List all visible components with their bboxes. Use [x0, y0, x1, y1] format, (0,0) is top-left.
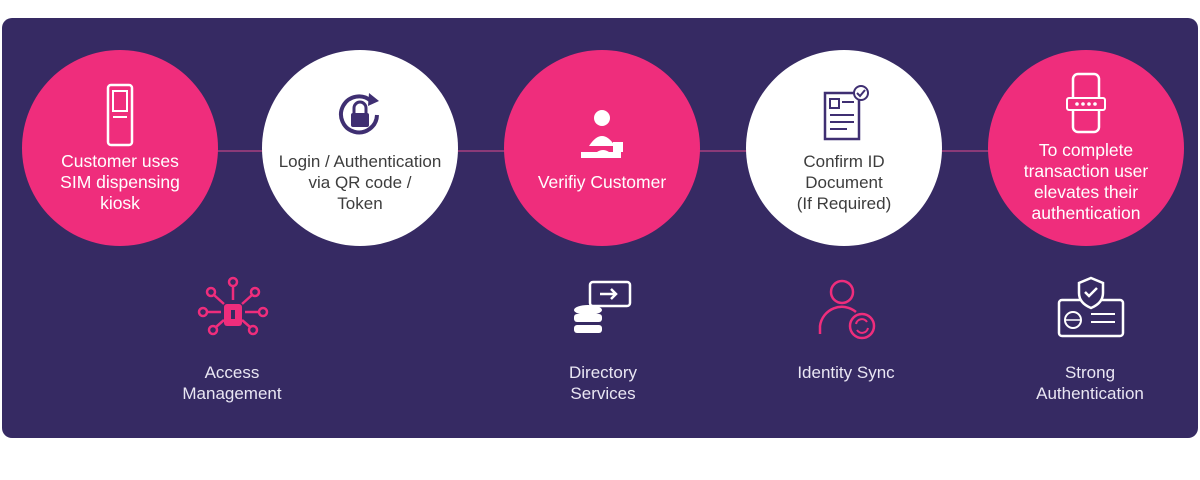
step-kiosk: Customer uses SIM dispensing kiosk	[22, 50, 218, 246]
step-confirm-id: Confirm ID Document (If Required)	[746, 50, 942, 246]
identity-sync-icon	[818, 279, 876, 340]
id-document-icon	[823, 84, 869, 140]
access-management-icon	[197, 276, 269, 336]
step-label: To complete transaction user elevates th…	[1023, 140, 1149, 223]
step-elevate-auth: To complete transaction user elevates th…	[988, 50, 1184, 246]
capability-strong-authentication: Strong Authentication	[1036, 363, 1144, 403]
strong-authentication-icon	[1057, 276, 1125, 338]
capability-access-management: Access Management	[182, 363, 282, 403]
step-label: Verifiy Customer	[537, 171, 667, 192]
step-label: Login / Authentication via QR code / Tok…	[278, 151, 442, 213]
directory-services-icon	[574, 280, 632, 333]
phone-password-icon	[1066, 72, 1106, 134]
step-verify: Verifiy Customer	[504, 50, 700, 246]
qr-lock-icon	[339, 92, 379, 134]
step-login: Login / Authentication via QR code / Tok…	[262, 50, 458, 246]
step-label: Customer uses SIM dispensing kiosk	[60, 150, 180, 213]
step-label: Confirm ID Document (If Required)	[796, 151, 892, 213]
kiosk-icon	[106, 83, 134, 146]
agent-icon	[581, 109, 623, 158]
capability-identity-sync: Identity Sync	[797, 363, 895, 382]
capability-directory-services: Directory Services	[568, 363, 637, 403]
